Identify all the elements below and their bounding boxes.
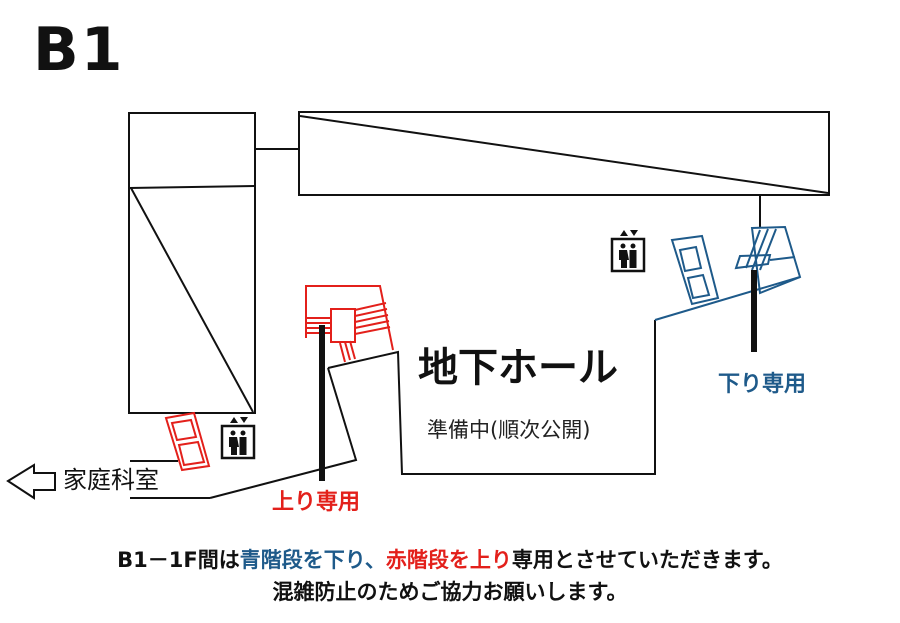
left-arrow-icon[interactable]	[6, 463, 56, 500]
elevator-icon	[610, 230, 646, 273]
floor-label: B1	[33, 15, 125, 85]
up-stairs[interactable]	[305, 285, 394, 363]
hall-outline	[327, 320, 656, 475]
notice-suffix: 専用とさせていただきます。	[511, 548, 783, 572]
left-block	[128, 112, 256, 414]
door-icon	[164, 411, 211, 472]
up-stairs-label: 上り専用	[272, 490, 361, 515]
down-stairs-label: 下り専用	[718, 372, 807, 397]
notice-blue-text: 青階段を下り、	[239, 548, 386, 572]
notice-prefix: B1－1F間は	[117, 548, 240, 572]
down-stairs[interactable]	[654, 225, 802, 321]
notice: B1－1F間は青階段を下り、赤階段を上り専用とさせていただきます。 混雑防止のた…	[0, 544, 900, 608]
home-economics-room-label[interactable]: 家庭科室	[63, 466, 159, 494]
hall-title: 地下ホール	[418, 345, 618, 391]
elevator-icon	[220, 417, 256, 460]
top-block	[298, 111, 830, 228]
notice-line-2: 混雑防止のためご協力お願いします。	[272, 580, 628, 604]
notice-red-text: 赤階段を上り	[385, 548, 512, 572]
notice-line-1: B1－1F間は青階段を下り、赤階段を上り専用とさせていただきます。	[0, 544, 900, 576]
hall-status: 準備中(順次公開)	[427, 418, 591, 442]
